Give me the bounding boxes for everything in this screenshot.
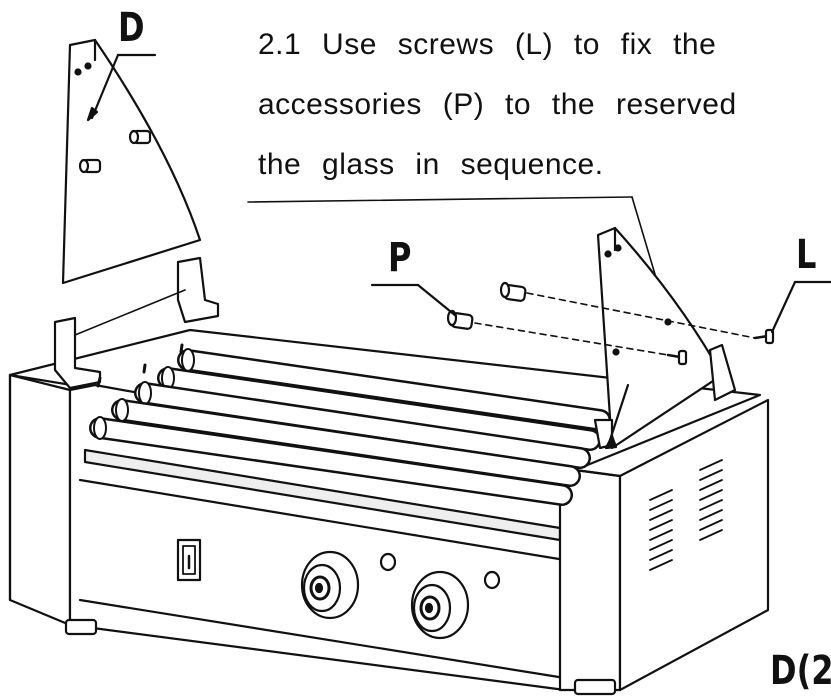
callout-p: P [388, 235, 412, 281]
instruction-line-3: the glass in sequence. [258, 148, 604, 181]
temperature-knob [300, 550, 360, 620]
panel-standoff [128, 129, 152, 145]
left-glass-bracket [53, 256, 220, 390]
callout-d-leader [86, 53, 157, 122]
indicator-light [379, 552, 397, 572]
roller [134, 381, 591, 469]
instruction-line-1: 2.1 Use screws (L) to fix the [258, 28, 717, 61]
roller [177, 348, 611, 431]
callout-d-count: D(2 [770, 648, 831, 694]
screw-l [753, 328, 775, 345]
roller [111, 398, 581, 487]
temperature-knob [410, 570, 470, 640]
accessory-p [446, 309, 474, 330]
rollers [89, 348, 611, 506]
callout-l: L [796, 232, 817, 278]
assembly-guides [474, 292, 756, 356]
glass-panel-d [61, 38, 202, 285]
callout-d: D [118, 5, 145, 51]
indicator-light [483, 570, 501, 590]
glass-panel-mounted [593, 226, 737, 450]
accessory-p [499, 281, 527, 302]
instruction-line-2: accessories (P) to the reserved [258, 88, 737, 121]
side-vents [649, 459, 723, 571]
screw-l [666, 349, 688, 366]
panel-standoff [78, 158, 102, 174]
callout-l-leader [770, 280, 831, 334]
callout-p-leader [370, 283, 458, 318]
power-switch [176, 538, 202, 582]
roller [157, 366, 601, 451]
roller [89, 416, 573, 506]
